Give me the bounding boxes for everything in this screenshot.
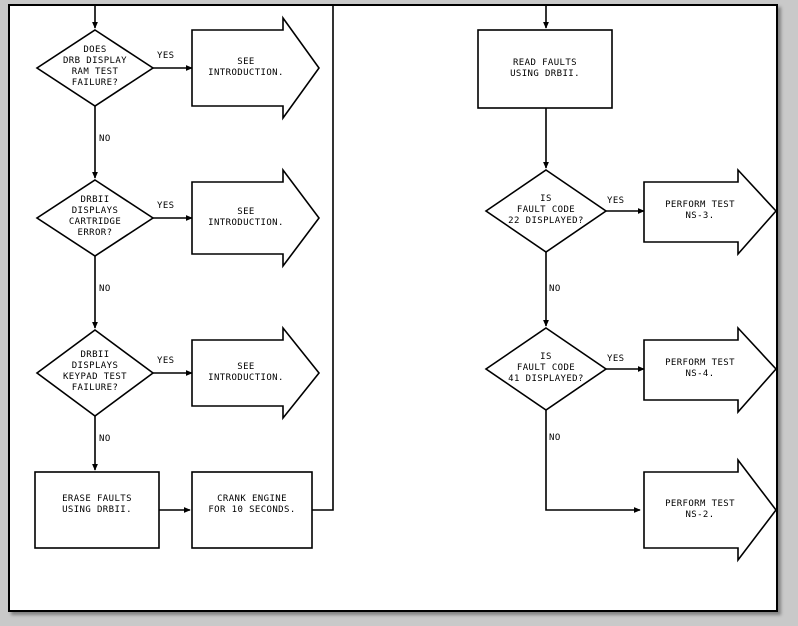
shape-see-introduction-1 [191,15,320,121]
edge-label-yes-code41: YES [607,354,625,364]
shape-perform-test-ns3 [643,167,778,257]
edge-label-yes-2: YES [157,201,175,211]
shape-read-faults [477,29,613,109]
edge-no-code41 [545,410,641,513]
shape-drbii-displays-keypad-test-failure [35,329,155,417]
edge-label-no-1: NO [99,134,111,144]
shape-erase-faults [34,471,160,549]
edge-label-yes-1: YES [157,51,175,61]
edge-label-yes-3: YES [157,356,175,366]
edge-label-no-code22: NO [549,284,561,294]
shape-perform-test-ns4 [643,325,778,415]
shape-perform-test-ns2 [643,457,778,563]
shape-does-drb-display-ram-test-failure [35,29,155,107]
edge-label-yes-code22: YES [607,196,625,206]
shape-see-introduction-2 [191,167,320,269]
edge-label-no-3: NO [99,434,111,444]
shape-is-fault-code-22-displayed [484,169,608,253]
edge-label-no-2: NO [99,284,111,294]
shape-crank-engine [191,471,313,549]
shape-is-fault-code-41-displayed [484,327,608,411]
shape-drbii-displays-cartridge-error [35,179,155,257]
shape-see-introduction-3 [191,325,321,421]
edge-label-no-code41: NO [549,433,561,443]
edge-crank-return-loop [312,4,334,511]
